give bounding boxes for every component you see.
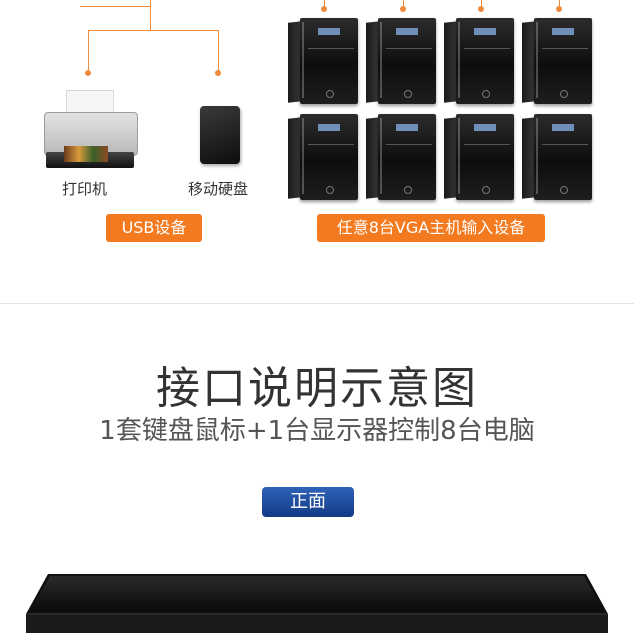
connector-line	[88, 30, 218, 31]
pc-tower-image	[288, 18, 358, 104]
connector-line	[150, 0, 151, 30]
pc-tower-image	[288, 114, 358, 200]
connector-dot	[556, 6, 562, 12]
printer-image	[44, 90, 138, 170]
connector-dot	[215, 70, 221, 76]
pc-tower-image	[366, 18, 436, 104]
connector-line	[88, 30, 89, 72]
connector-dot	[321, 6, 327, 12]
connector-line	[218, 30, 219, 72]
vga-hosts-badge: 任意8台VGA主机输入设备	[317, 214, 545, 242]
usb-devices-badge: USB设备	[106, 214, 202, 242]
pc-tower-image	[366, 114, 436, 200]
hdd-image	[200, 106, 240, 164]
section-subtitle: 1套键盘鼠标+1台显示器控制8台电脑	[99, 416, 535, 446]
pc-tower-image	[522, 18, 592, 104]
printer-label: 打印机	[62, 180, 108, 198]
connector-dot	[85, 70, 91, 76]
connector-line	[324, 0, 325, 8]
connector-line	[481, 0, 482, 8]
connector-dot	[478, 6, 484, 12]
pc-tower-image	[444, 18, 514, 104]
connector-line	[559, 0, 560, 8]
connector-line	[80, 6, 150, 7]
connector-line	[403, 0, 404, 8]
pc-tower-image	[444, 114, 514, 200]
device-panel-image	[26, 574, 608, 633]
hdd-label: 移动硬盘	[188, 180, 249, 198]
section-divider	[0, 303, 634, 304]
connector-dot	[400, 6, 406, 12]
section-title: 接口说明示意图	[156, 363, 478, 414]
pc-tower-image	[522, 114, 592, 200]
front-view-badge: 正面	[262, 487, 354, 517]
